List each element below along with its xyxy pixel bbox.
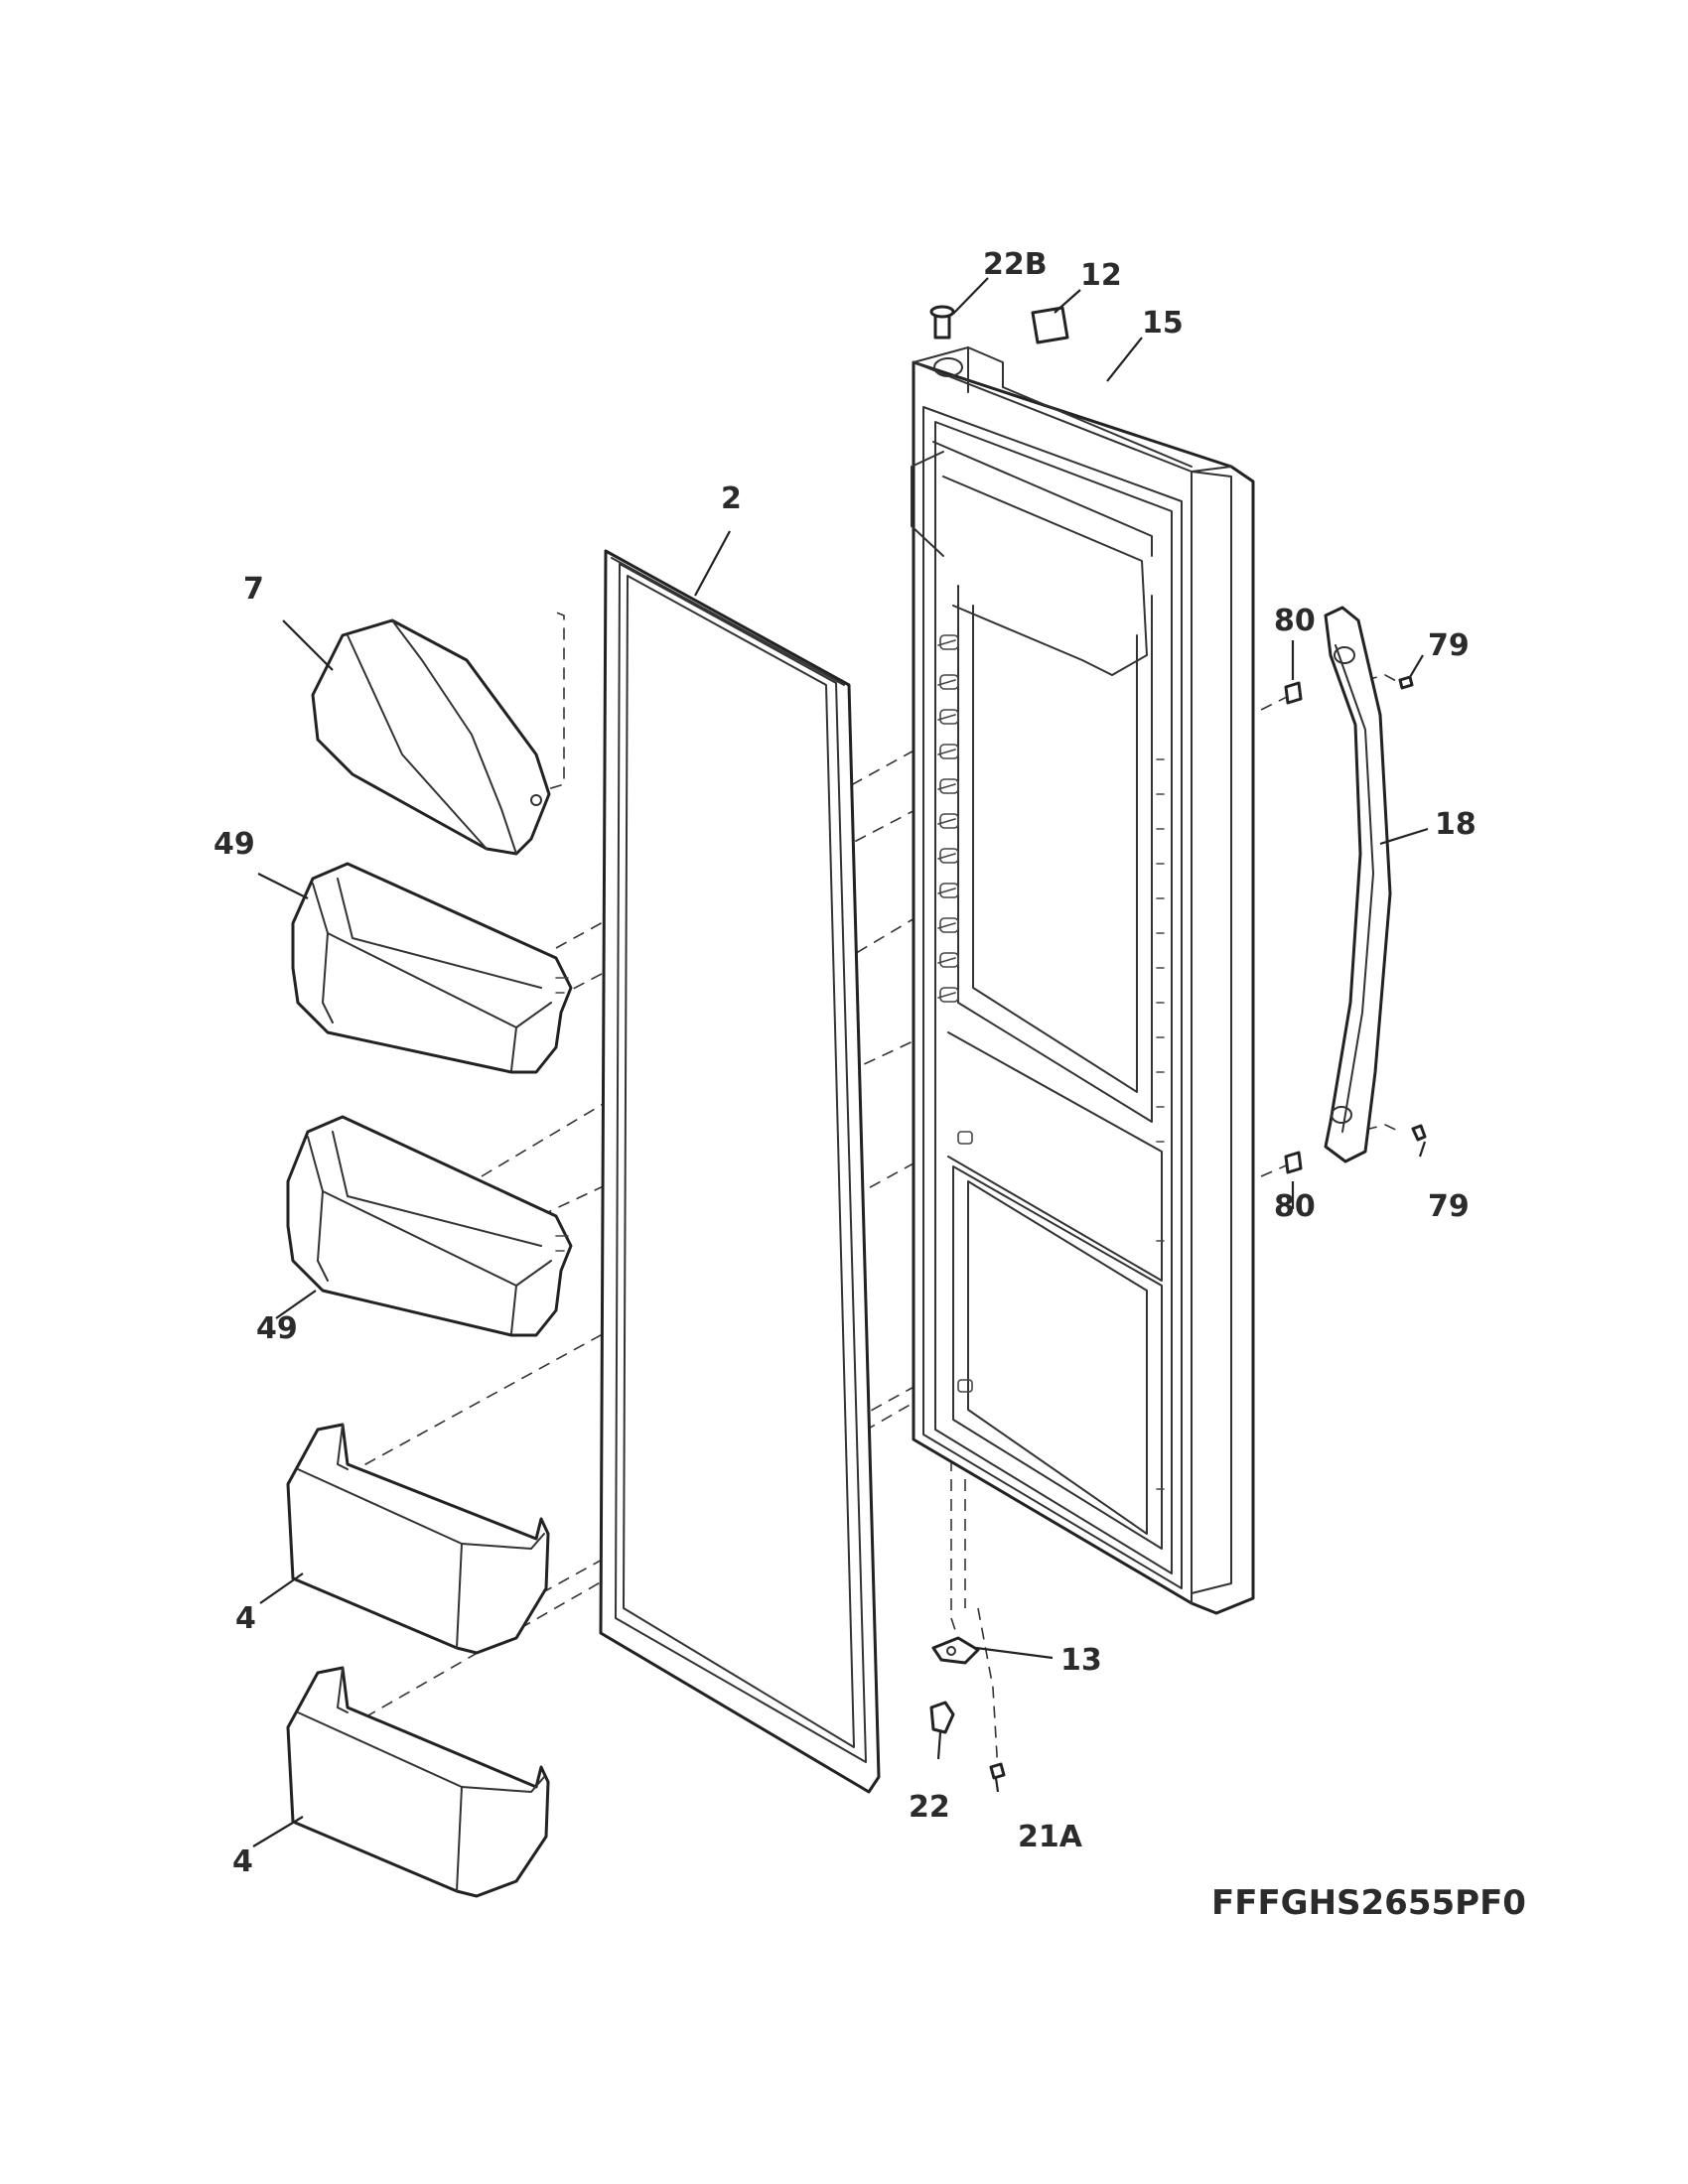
top-hinge-pin: [929, 305, 963, 377]
callout-49-lower: 49: [256, 1311, 298, 1346]
callout-21a: 21A: [1018, 1820, 1083, 1854]
callout-4-lower: 4: [232, 1844, 253, 1879]
callout-79-lower: 79: [1428, 1189, 1470, 1224]
callout-22: 22: [909, 1790, 950, 1825]
handle-screw-upper: [1398, 675, 1414, 690]
callout-7: 7: [243, 572, 264, 607]
bottle-bin-upper: [286, 1423, 550, 1655]
callout-49-upper: 49: [213, 827, 255, 862]
door-gasket: [599, 549, 881, 1794]
bottle-bin-lower: [286, 1666, 550, 1898]
model-number: FFFGHS2655PF0: [1211, 1883, 1526, 1923]
handle-screw-lower: [1411, 1124, 1427, 1142]
callout-13: 13: [1060, 1643, 1102, 1678]
door-bin-upper: [291, 862, 573, 1074]
door-handle: [1324, 606, 1392, 1163]
callout-22b: 22B: [983, 247, 1048, 282]
leader-lines: [252, 277, 1429, 1847]
callout-18: 18: [1435, 807, 1477, 842]
door-bin-lower: [286, 1115, 573, 1337]
hinge-screw: [989, 1762, 1006, 1780]
callout-4-upper: 4: [235, 1601, 256, 1636]
callout-15: 15: [1142, 306, 1184, 341]
door-panel: [911, 346, 1255, 1615]
callout-80-upper: 80: [1274, 604, 1316, 638]
dairy-door: [311, 618, 551, 856]
callout-12: 12: [1080, 258, 1122, 293]
door-label: [1031, 306, 1069, 344]
callout-79-upper: 79: [1428, 628, 1470, 663]
bottom-hinge: [931, 1636, 980, 1665]
callout-2: 2: [721, 481, 742, 516]
bottom-hinge-pin: [929, 1701, 955, 1734]
handle-stud-lower: [1284, 1151, 1303, 1174]
callout-80-lower: 80: [1274, 1189, 1316, 1224]
handle-stud-upper: [1284, 681, 1303, 705]
